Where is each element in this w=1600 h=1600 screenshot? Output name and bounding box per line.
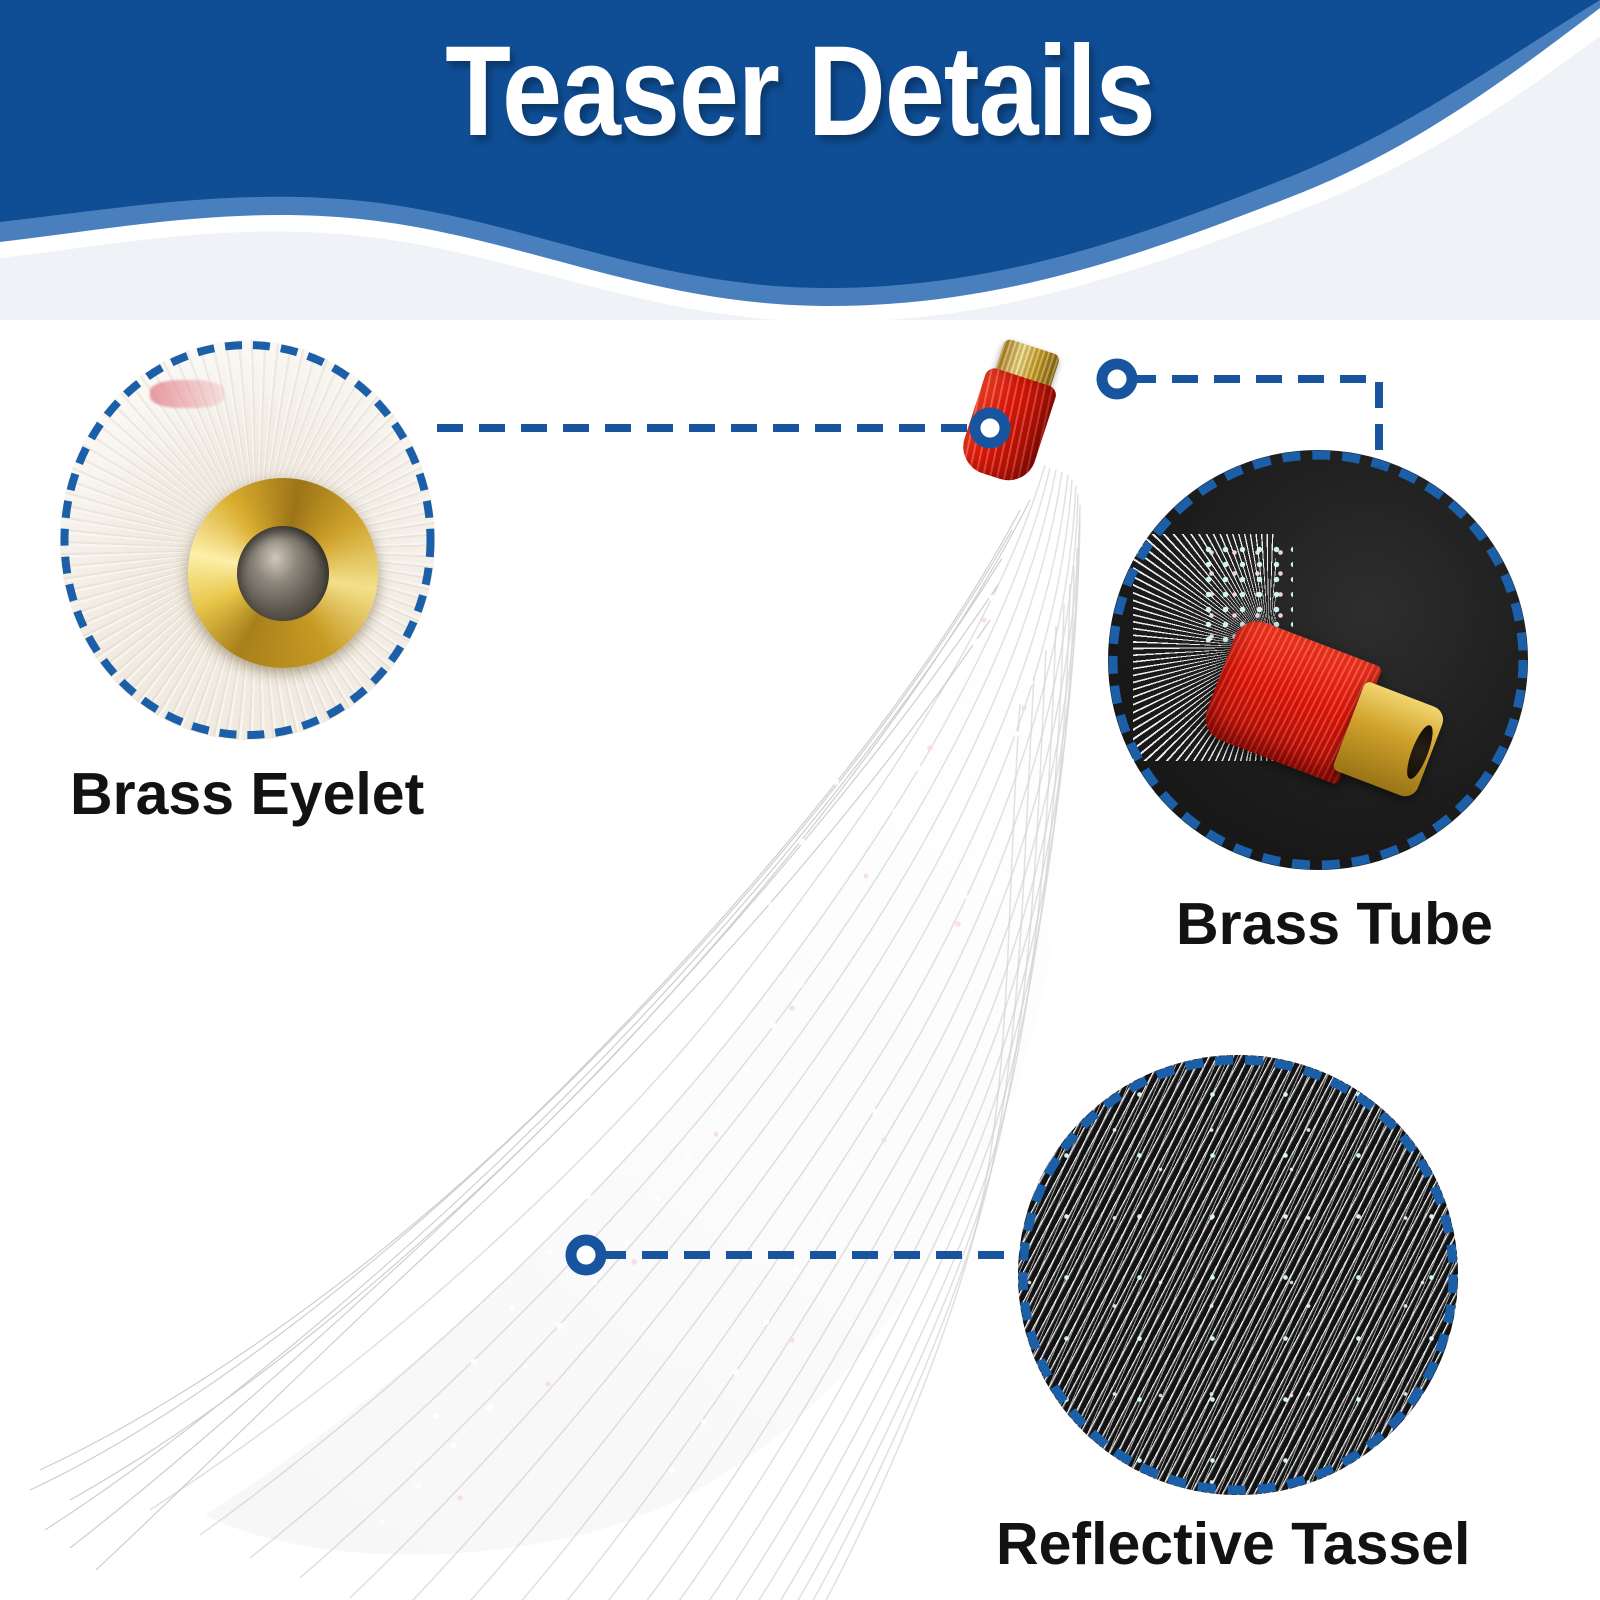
tassel-iridescent-flecks	[379, 554, 1046, 1525]
connector-dot-brass-tube[interactable]	[1096, 358, 1138, 400]
brass-eyelet-grommet	[188, 478, 378, 668]
header-banner: Teaser Details	[0, 0, 1600, 320]
page-title: Teaser Details	[445, 20, 1155, 163]
eyelet-hole	[237, 525, 329, 621]
reflective-tassel-photo	[1018, 1055, 1458, 1495]
sparkle-flecks	[1018, 1055, 1458, 1495]
brass-eyelet-photo	[60, 340, 435, 740]
brass-tube-photo	[1108, 450, 1528, 870]
wave-band-main	[0, 0, 1600, 288]
callout-label-reflective-tassel: Reflective Tassel	[996, 1511, 1471, 1577]
connector-dot-reflective-tassel[interactable]	[565, 1234, 607, 1276]
callout-label-brass-tube: Brass Tube	[1176, 891, 1493, 957]
red-thread-wrap-part	[955, 365, 1059, 488]
pink-fleck	[150, 380, 225, 408]
header-wave-graphic	[0, 0, 1600, 320]
brass-tube-part	[994, 337, 1061, 390]
lure-head	[938, 330, 1093, 500]
wave-band-light	[0, 36, 1600, 320]
connector-dot-brass-eyelet[interactable]	[969, 407, 1011, 449]
callout-label-brass-eyelet: Brass Eyelet	[70, 761, 425, 827]
